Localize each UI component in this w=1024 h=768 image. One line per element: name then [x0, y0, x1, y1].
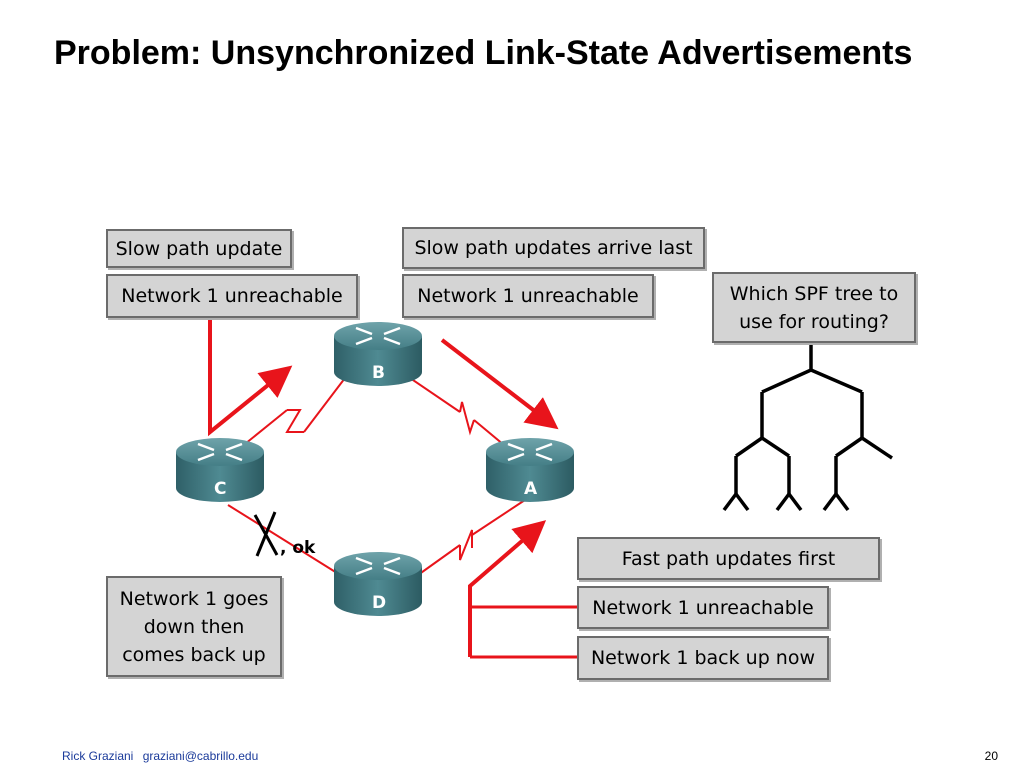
router-c: C [176, 438, 264, 502]
footer-author: Rick Graziani [62, 749, 134, 763]
network1-unreachable-mid-box: Network 1 unreachable [402, 274, 654, 318]
link-d-a [417, 497, 529, 576]
slow-path-updates-arrive-last-box: Slow path updates arrive last [402, 227, 705, 269]
link-c-d [227, 504, 346, 579]
router-d-label: D [372, 593, 386, 613]
router-arrows-icon [507, 442, 553, 462]
link-failure-x-icon [253, 511, 279, 557]
router-d: D [334, 552, 422, 616]
fast-path-arrow [468, 520, 578, 659]
router-arrows-icon [355, 326, 401, 346]
link-c-b [239, 377, 346, 449]
router-b: B [334, 322, 422, 386]
fast-path-updates-first-box: Fast path updates first [577, 537, 880, 580]
slide-title: Problem: Unsynchronized Link-State Adver… [54, 34, 913, 72]
link-b-a [409, 377, 511, 451]
network1-unreachable-right-box: Network 1 unreachable [577, 586, 829, 629]
router-a: A [486, 438, 574, 502]
network1-unreachable-left-box: Network 1 unreachable [106, 274, 358, 318]
router-arrows-icon [355, 556, 401, 576]
router-arrows-icon [197, 442, 243, 462]
page-number: 20 [984, 749, 998, 763]
router-c-label: C [214, 479, 226, 499]
slow-path-arrow-top [440, 338, 559, 430]
which-spf-tree-box: Which SPF tree to use for routing? [712, 272, 916, 343]
network1-back-up-now-box: Network 1 back up now [577, 636, 829, 680]
network1-goes-down-box: Network 1 goes down then comes back up [106, 576, 282, 677]
router-b-label: B [372, 363, 385, 383]
spf-tree-icon [722, 343, 893, 512]
slow-path-update-box: Slow path update [106, 229, 292, 268]
router-a-label: A [524, 479, 538, 499]
footer-credit: Rick Graziani graziani@cabrillo.edu [62, 749, 264, 763]
footer-email: graziani@cabrillo.edu [142, 749, 259, 763]
link-status-ok: , ok [280, 538, 316, 558]
slow-path-arrow-left [208, 318, 293, 437]
